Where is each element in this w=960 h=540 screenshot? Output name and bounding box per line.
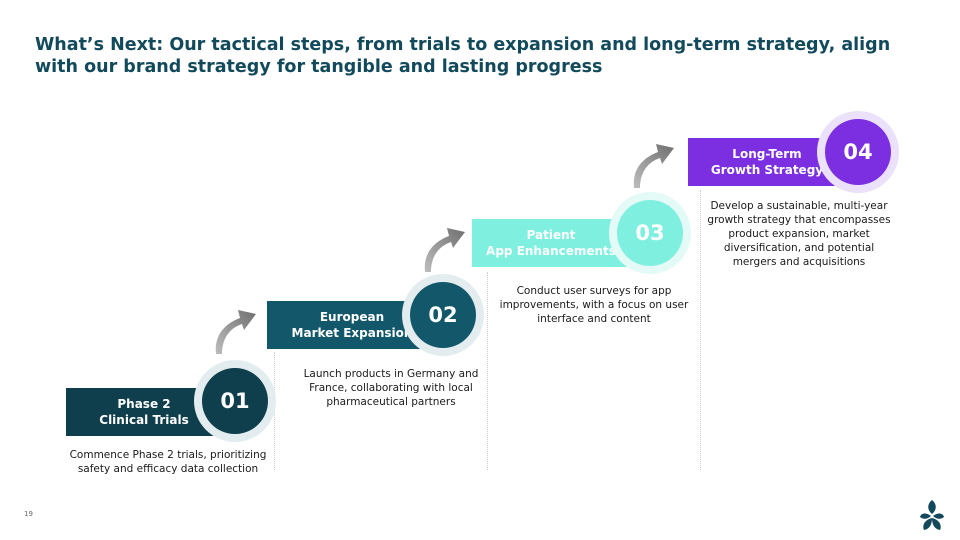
leaf-logo-icon [920,500,944,530]
step-3-label-line1: Patient [526,228,576,242]
step-2-number: 02 [410,282,476,348]
step-1-label-line2: Clinical Trials [99,413,189,427]
step-4-label-line1: Long-Term [732,147,802,161]
step-2-description: Launch products in Germany and France, c… [303,368,479,408]
curved-arrow-icon [633,144,674,188]
step-4-description: Develop a sustainable, multi-year growth… [707,200,891,268]
curved-arrow-icon [215,310,256,354]
step-1-description: Commence Phase 2 trials, prioritizing sa… [69,449,267,475]
step-2-label-line1: European [319,310,385,324]
step-4-number: 04 [825,119,891,185]
slide-title: What’s Next: Our tactical steps, from tr… [35,35,891,77]
step-3-number: 03 [617,200,683,266]
step-4-label-line2: Growth Strategy [710,163,824,177]
step-1-label-line1: Phase 2 [117,397,171,411]
page-number: 19 [24,510,33,518]
step-2-label-line2: Market Expansion [291,326,413,340]
step-3-label-line2: App Enhancements [486,244,616,258]
step-1-number: 01 [202,368,268,434]
divider-2 [487,272,488,470]
step-3-description: Conduct user surveys for app improvement… [499,285,689,325]
curved-arrow-icon [424,228,465,272]
divider-3 [700,190,701,470]
